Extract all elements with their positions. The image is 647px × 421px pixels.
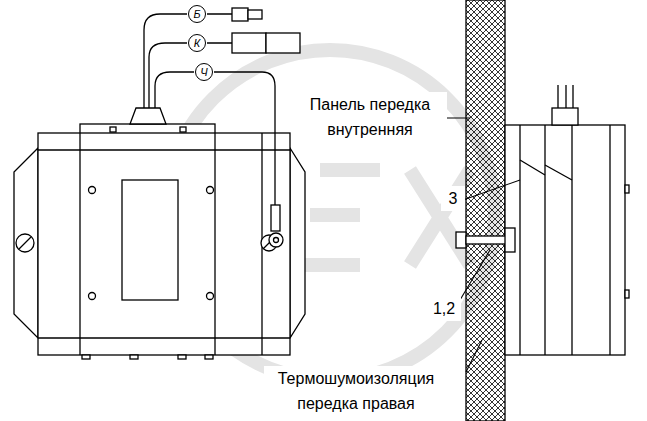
callout-number: 3 bbox=[441, 186, 465, 211]
bolt bbox=[456, 228, 515, 252]
wire-code: К bbox=[194, 38, 200, 49]
connectors bbox=[232, 8, 300, 247]
device-right bbox=[505, 85, 629, 355]
wires bbox=[144, 14, 275, 205]
callout-number: 1,2 bbox=[427, 296, 461, 321]
wire-marker-circle: К bbox=[188, 34, 206, 52]
wire-marker-circle: Б bbox=[188, 5, 206, 23]
wire-code: Б bbox=[193, 9, 200, 20]
insulation-label: Термошумоизоляция передка правая bbox=[264, 366, 448, 416]
wire-marker-circle: Ч bbox=[195, 63, 213, 81]
panel-section bbox=[466, 0, 505, 421]
device-left bbox=[14, 108, 305, 359]
wire-code: Ч bbox=[200, 67, 207, 78]
leader-lines bbox=[436, 118, 520, 372]
panel-label: Панель передка внутренняя bbox=[293, 92, 447, 142]
